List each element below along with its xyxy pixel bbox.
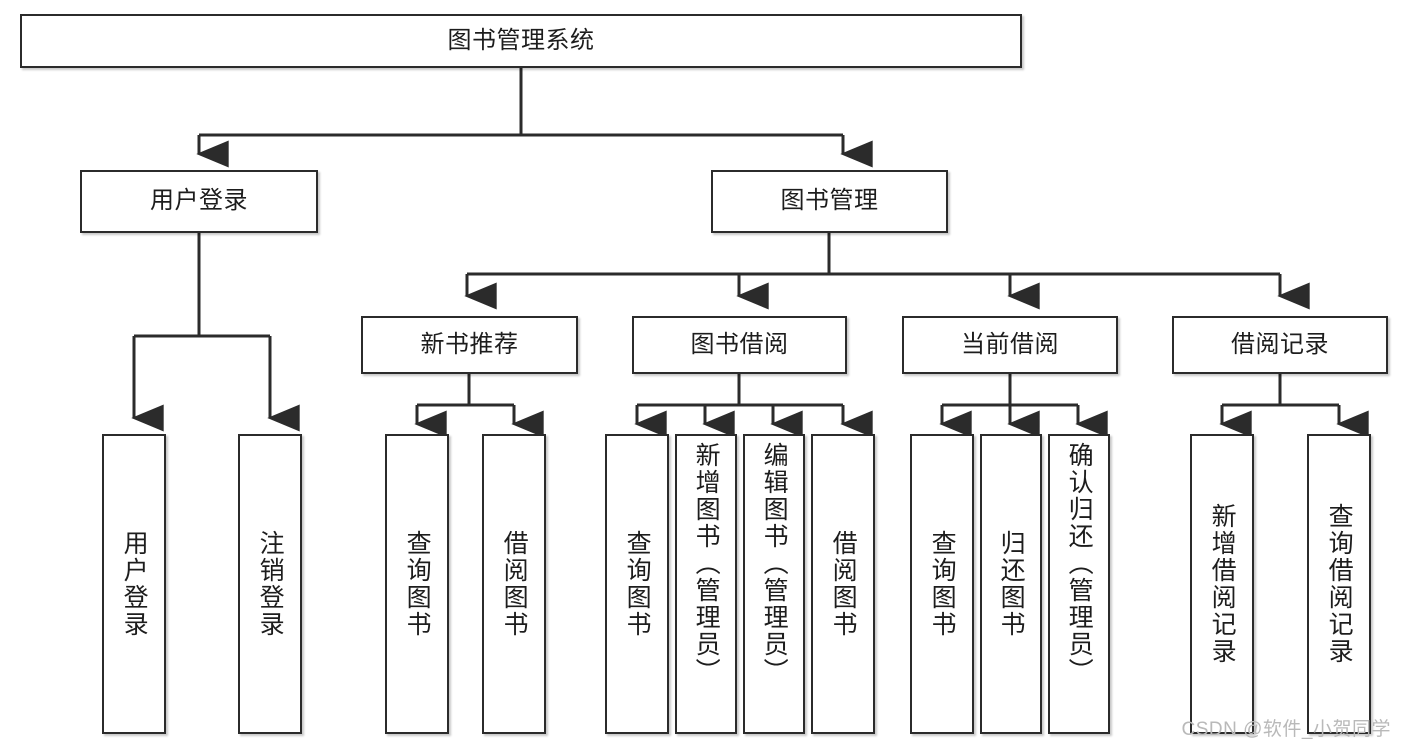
node-book-borrow-label: 图书借阅 <box>690 330 789 358</box>
leaf-bb-query-book[interactable]: 查询图书 <box>605 434 669 734</box>
leaf-logout[interactable]: 注销登录 <box>238 434 302 734</box>
leaf-logout-label: 注销登录 <box>256 530 285 638</box>
node-new-book-recommend-label: 新书推荐 <box>420 330 519 358</box>
leaf-cb-return-book-label: 归还图书 <box>997 530 1026 638</box>
leaf-bb-borrow-book[interactable]: 借阅图书 <box>811 434 875 734</box>
leaf-nb-borrow-book[interactable]: 借阅图书 <box>482 434 546 734</box>
leaf-cb-confirm-return[interactable]: 确认归还（管理员） <box>1048 434 1110 734</box>
leaf-bb-borrow-book-label: 借阅图书 <box>829 530 858 638</box>
node-book-borrow[interactable]: 图书借阅 <box>632 316 847 374</box>
node-new-book-recommend[interactable]: 新书推荐 <box>361 316 578 374</box>
node-user-login-label: 用户登录 <box>150 187 248 215</box>
leaf-br-add-record-label: 新增借阅记录 <box>1208 503 1237 665</box>
leaf-user-login[interactable]: 用户登录 <box>102 434 166 734</box>
leaf-user-login-label: 用户登录 <box>120 530 149 638</box>
node-root[interactable]: 图书管理系统 <box>20 14 1022 68</box>
node-borrow-record[interactable]: 借阅记录 <box>1172 316 1388 374</box>
node-current-borrow[interactable]: 当前借阅 <box>902 316 1118 374</box>
node-book-management[interactable]: 图书管理 <box>711 170 948 233</box>
node-root-label: 图书管理系统 <box>447 26 595 54</box>
leaf-bb-edit-book[interactable]: 编辑图书（管理员） <box>743 434 805 734</box>
node-user-login[interactable]: 用户登录 <box>80 170 318 233</box>
leaf-nb-query-book-label: 查询图书 <box>403 530 432 638</box>
node-borrow-record-label: 借阅记录 <box>1231 330 1329 358</box>
leaf-bb-query-book-label: 查询图书 <box>623 530 652 638</box>
leaf-nb-query-book[interactable]: 查询图书 <box>385 434 449 734</box>
leaf-bb-edit-book-label: 编辑图书（管理员） <box>760 442 789 685</box>
leaf-bb-add-book-label: 新增图书（管理员） <box>692 442 721 685</box>
leaf-bb-add-book[interactable]: 新增图书（管理员） <box>675 434 737 734</box>
leaf-cb-query-book[interactable]: 查询图书 <box>910 434 974 734</box>
leaf-cb-confirm-return-label: 确认归还（管理员） <box>1065 442 1094 685</box>
watermark-text: CSDN @软件_小贺同学 <box>1181 719 1391 740</box>
leaf-nb-borrow-book-label: 借阅图书 <box>500 530 529 638</box>
node-current-borrow-label: 当前借阅 <box>961 330 1059 358</box>
leaf-br-add-record[interactable]: 新增借阅记录 <box>1190 434 1254 734</box>
leaf-br-query-record-label: 查询借阅记录 <box>1325 503 1354 665</box>
leaf-cb-query-book-label: 查询图书 <box>928 530 957 638</box>
node-book-management-label: 图书管理 <box>780 187 879 215</box>
leaf-br-query-record[interactable]: 查询借阅记录 <box>1307 434 1371 734</box>
leaf-cb-return-book[interactable]: 归还图书 <box>980 434 1042 734</box>
